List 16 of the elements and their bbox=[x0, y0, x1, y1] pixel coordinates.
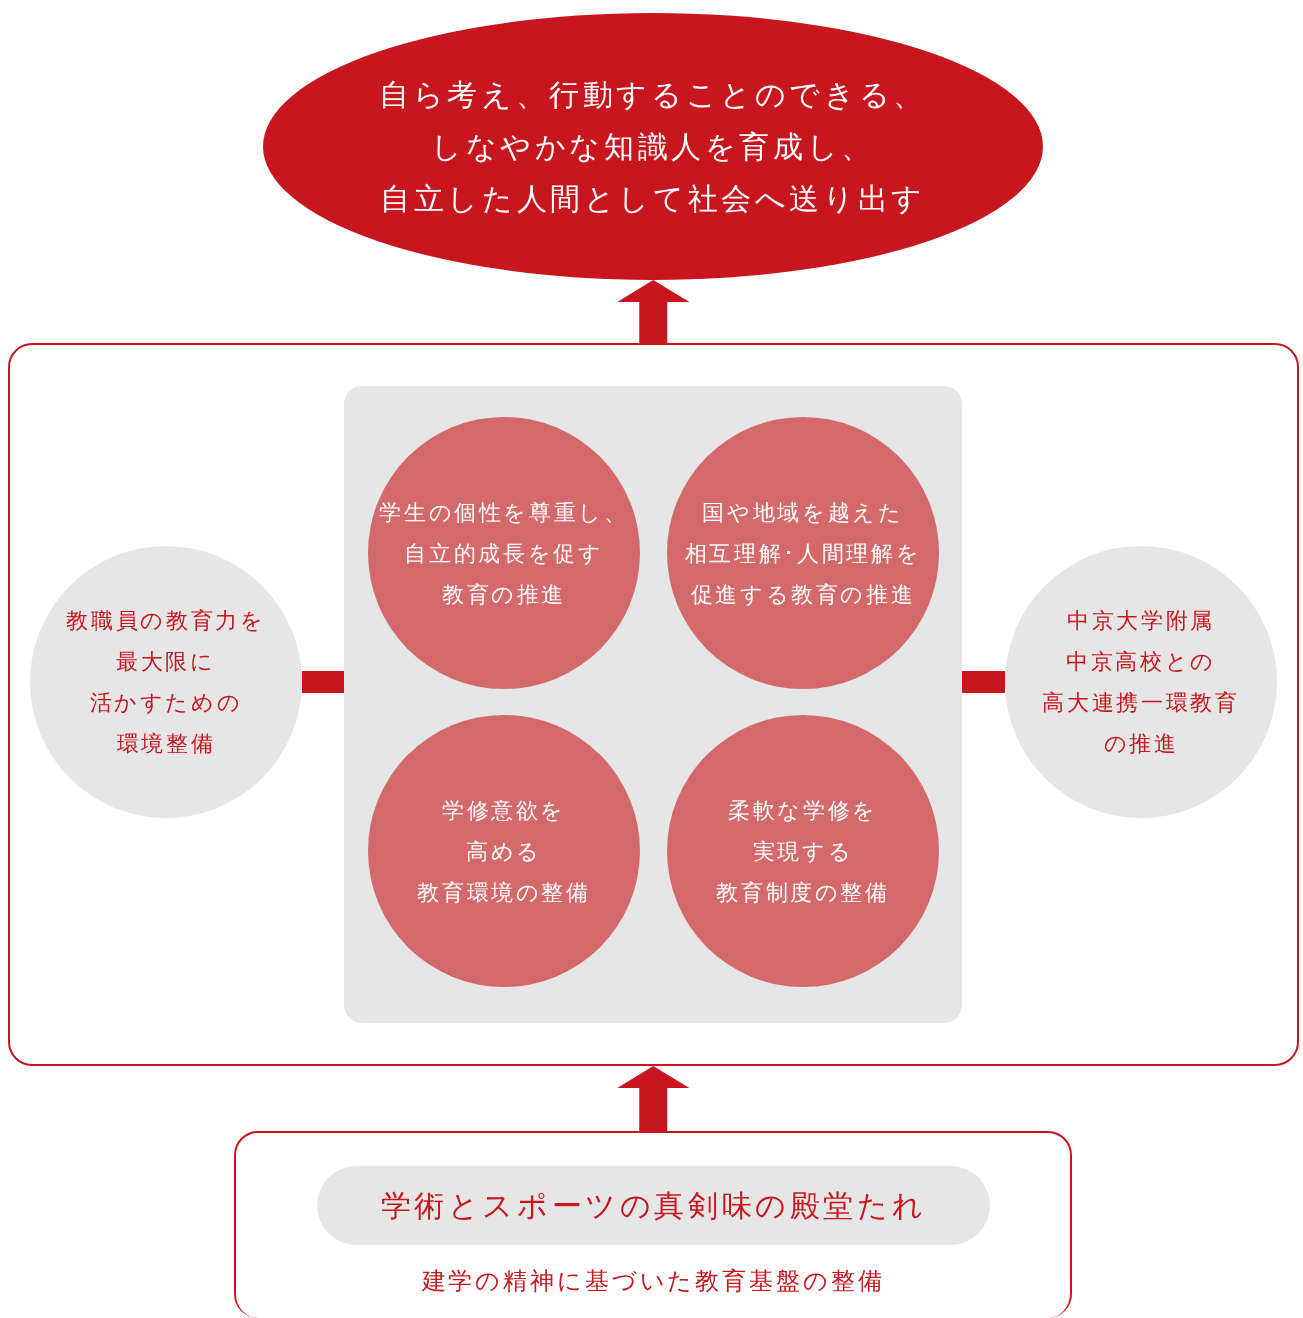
foundation-box bbox=[234, 1131, 1072, 1318]
connector-bar bbox=[962, 671, 1005, 693]
label-text: 自ら考え、行動することのできる、しなやかな知識人を育成し、自立した人間として社会へ送り出す bbox=[378, 75, 928, 218]
label-text: 中京大学附属中京高校との高大連携一環教育の推進 bbox=[1041, 607, 1241, 758]
label-text: 学修意欲を高める教育環境の整備 bbox=[416, 796, 592, 907]
label-text: 柔軟な学修を実現する教育制度の整備 bbox=[715, 796, 891, 907]
label-text: 学術とスポーツの真剣味の殿堂たれ bbox=[379, 1186, 928, 1225]
label-text: 国や地域を越えた相互理解･人間理解を促進する教育の推進 bbox=[683, 498, 923, 609]
frame-box bbox=[8, 343, 1299, 1066]
label-text: 教職員の教育力を最大限に活かすための環境整備 bbox=[65, 607, 267, 758]
panel-box bbox=[344, 386, 962, 1023]
label-text: 建学の精神に基づいた教育基盤の整備 bbox=[420, 1266, 886, 1296]
arrow bbox=[617, 1066, 690, 1131]
arrow bbox=[617, 280, 690, 343]
connector-bar bbox=[302, 671, 344, 693]
label-text: 学生の個性を尊重し、自立的成長を促す教育の推進 bbox=[378, 498, 630, 609]
